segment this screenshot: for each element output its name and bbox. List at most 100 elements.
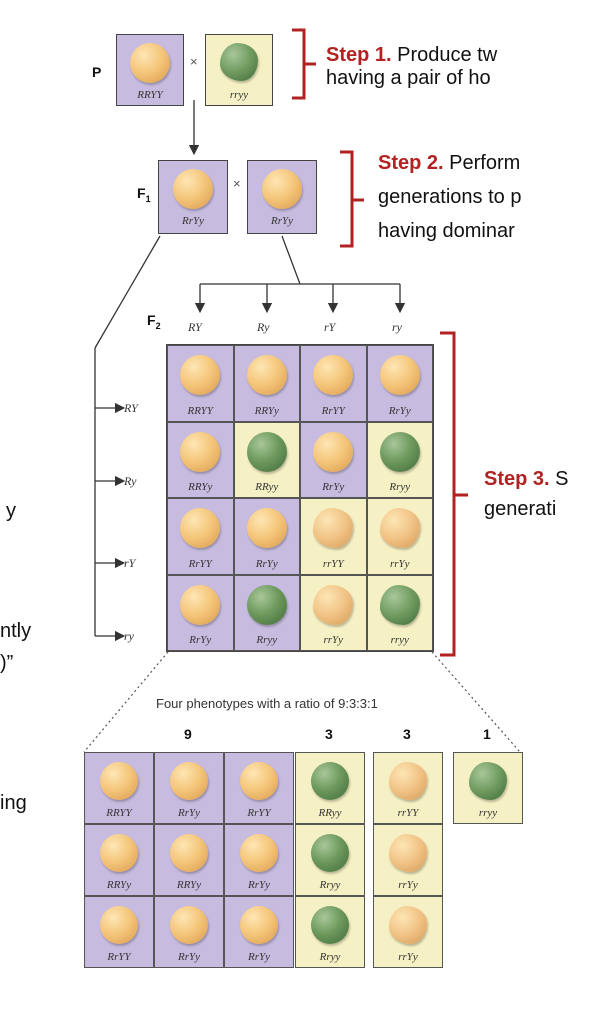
genotype-label: rryy [478,807,498,819]
generation-f2-label: F2 [147,312,161,331]
edge-text: y [6,500,16,522]
pea-round-yellow-icon [180,431,221,472]
step-2-text: Step 2. Perform generations to p having … [378,152,522,242]
pea-round-yellow-icon [100,834,138,872]
parent-box: RRYY [116,34,184,106]
pea-wrinkled-yellow-icon [313,584,354,625]
genotype-label: RrYy [255,557,278,570]
pea-round-green-icon [246,584,287,625]
genotype-label: Rryy [389,481,411,493]
pea-round-yellow-icon [240,834,278,872]
pea-wrinkled-yellow-icon [389,762,427,800]
pea-round-yellow-icon [240,906,278,944]
pea-wrinkled-green-icon [469,762,507,800]
gamete-left: RY [124,401,138,415]
genotype-cell: RrYy [366,345,433,422]
genotype-cell: rrYY [373,752,443,824]
pea-wrinkled-yellow-icon [389,906,427,944]
pea-round-yellow-icon [180,355,221,395]
edge-text: ntly [0,620,32,642]
genotype-cell: rrYy [373,824,443,896]
genotype-label: Rryy [319,951,341,963]
genotype-label: RrYy [248,879,270,891]
pea-round-yellow-icon [170,906,208,944]
genotype-label: RRYY [106,807,132,819]
ratio-count: 3 [403,726,411,742]
genotype-cell: RrYY [167,498,234,575]
pea-round-green-icon [379,431,420,472]
generation-f1-label: F1 [137,185,151,204]
genotype-cell: Rryy [295,824,365,896]
ratio-count: 3 [325,726,333,742]
genotype-label: Rryy [319,879,341,891]
gamete-top: Ry [257,320,270,334]
genotype-cell: RrYy [154,896,224,968]
genotype-cell: RrYY [224,752,294,824]
genotype-label: RRYy [188,481,213,493]
genotype-label: rrYy [398,879,418,891]
genotype-label: RrYy [322,481,345,493]
genotype-cell: RrYy [224,824,294,896]
pea-round-yellow-icon [262,169,302,209]
genotype-cell: RRYy [154,824,224,896]
pea-round-yellow-icon [180,508,221,548]
pea-round-yellow-icon [313,355,354,395]
genotype-label: rryy [229,89,249,101]
pea-round-yellow-icon [246,508,287,548]
genotype-cell: RRYY [167,345,234,422]
ratio-count: 9 [184,726,192,742]
genotype-cell: RrYy [154,752,224,824]
gamete-top: RY [188,320,202,334]
pea-wrinkled-green-icon [379,584,420,625]
ratio-count: 1 [483,726,491,742]
pea-round-yellow-icon [173,169,213,209]
genotype-cell: RrYy [233,498,300,575]
genotype-cell: Rryy [295,896,365,968]
genotype-cell: RRYy [233,345,300,422]
genotype-label: rrYy [323,634,344,646]
genotype-cell: rrYy [373,896,443,968]
pea-round-green-icon [246,431,287,472]
genotype-label: RRyy [255,481,279,493]
genotype-label: RrYy [388,404,411,417]
ratio-group: rryy [453,752,523,824]
genotype-label: RRyy [318,807,342,819]
pea-round-green-icon [311,834,349,872]
pea-round-yellow-icon [100,762,138,800]
genotype-label: RrYy [178,807,200,819]
genotype-cell: RrYy [300,421,367,498]
pea-round-yellow-icon [240,762,278,800]
genotype-label: RRYy [176,879,202,891]
genotype-label: rrYY [322,557,344,570]
phenotype-caption: Four phenotypes with a ratio of 9:3:3:1 [156,696,378,711]
genotype-label: RrYY [321,404,345,417]
pea-wrinkled-green-icon [220,43,258,81]
pea-round-yellow-icon [170,834,208,872]
cross-symbol: × [233,176,241,191]
genotype-cell: RRyy [233,421,300,498]
genotype-cell: RrYy [167,574,234,651]
f1-box: RrYy [158,160,228,234]
genotype-label: rrYy [389,557,410,570]
gamete-left: rY [124,556,136,570]
genotype-cell: RRYY [84,752,154,824]
genotype-label: RRYy [106,879,132,891]
genotype-label: RrYy [248,951,270,963]
parent-box: rryy [205,34,273,106]
genotype-label: RrYy [182,215,204,227]
step-1-text: Step 1. Produce tw having a pair of ho [326,44,498,89]
genotype-cell: Rryy [233,574,300,651]
pea-round-yellow-icon [313,431,354,472]
pea-round-yellow-icon [180,584,221,625]
pea-wrinkled-yellow-icon [389,834,427,872]
gamete-top: rY [324,320,336,334]
genotype-label: RrYY [247,807,271,819]
pea-round-yellow-icon [379,355,420,395]
genotype-cell: Rryy [366,421,433,498]
genotype-cell: RrYy [224,896,294,968]
